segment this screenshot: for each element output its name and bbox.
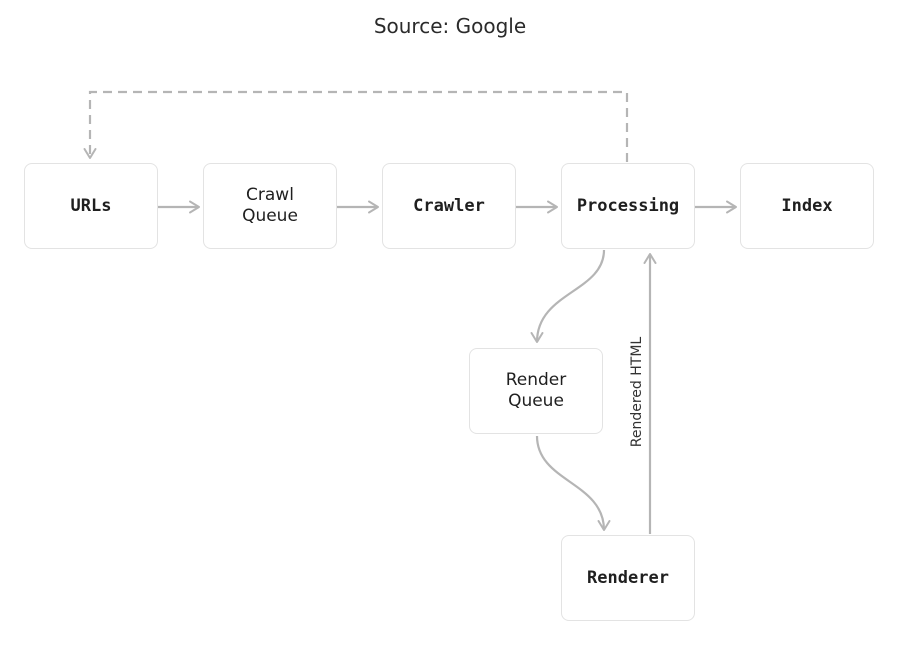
edge-render-queue-to-renderer	[535, 435, 611, 531]
node-crawl-queue: Crawl Queue	[203, 163, 337, 249]
edge-processing-to-render-queue	[530, 249, 606, 343]
node-render-queue: Render Queue	[469, 348, 603, 434]
node-index: Index	[740, 163, 874, 249]
edge-label-rendered-html: Rendered HTML	[629, 336, 645, 448]
node-renderer: Renderer	[561, 535, 695, 621]
node-urls: URLs	[24, 163, 158, 249]
edge-processing-to-urls-dashed	[83, 90, 629, 162]
node-crawler: Crawler	[382, 163, 516, 249]
source-caption: Source: Google	[373, 14, 527, 38]
node-processing: Processing	[561, 163, 695, 249]
